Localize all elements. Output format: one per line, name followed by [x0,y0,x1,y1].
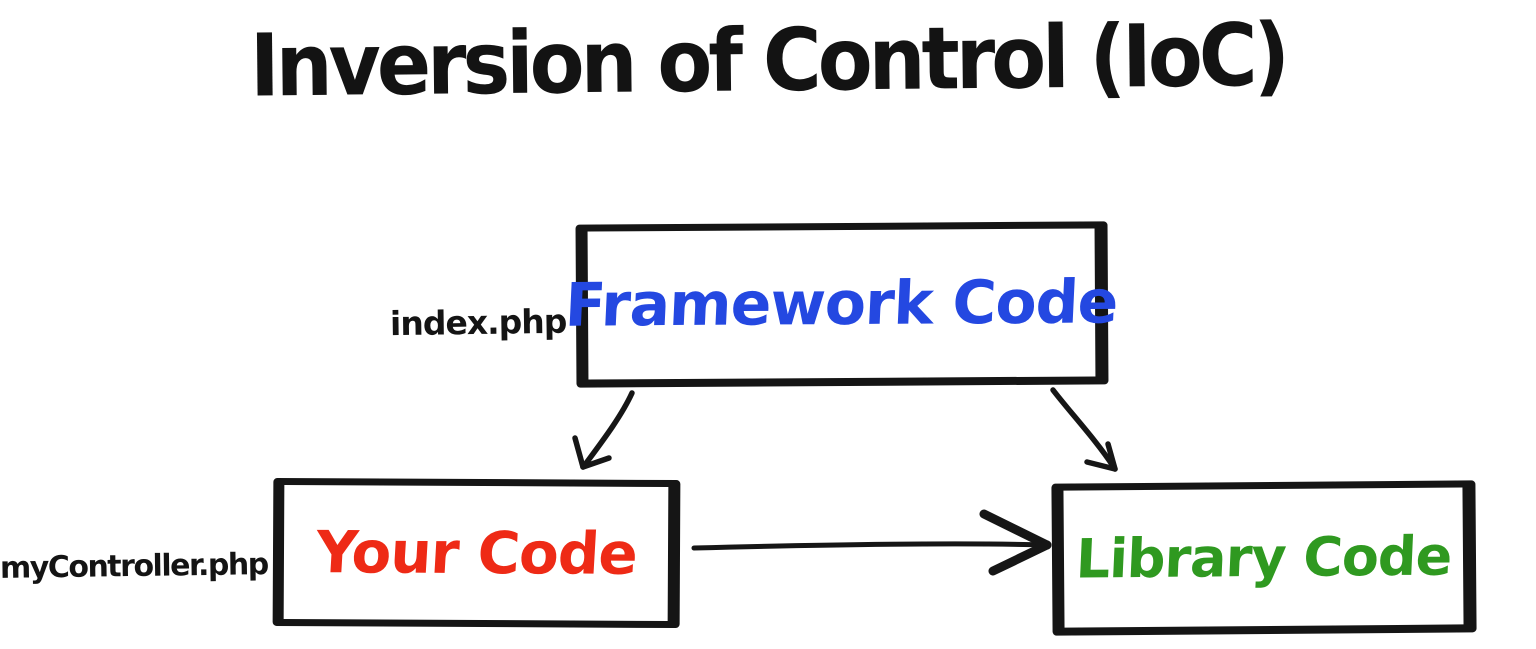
library-code-label: Library Code [1074,524,1453,591]
index-php-label: index.php [389,301,567,344]
library-code-box: Library Code [1051,480,1477,636]
framework-code-label: Framework Code [563,267,1120,341]
your-code-label: Your Code [313,518,639,588]
page-title: Inversion of Control (IoC) [249,4,1287,117]
arrow-framework-to-library-code [1050,387,1118,472]
framework-code-box: Framework Code [564,221,1119,388]
mycontroller-php-label: myController.php [0,547,268,586]
arrow-framework-to-your-code [572,390,635,470]
your-code-box: Your Code [272,477,681,629]
arrow-your-code-to-library-code [691,509,1052,576]
